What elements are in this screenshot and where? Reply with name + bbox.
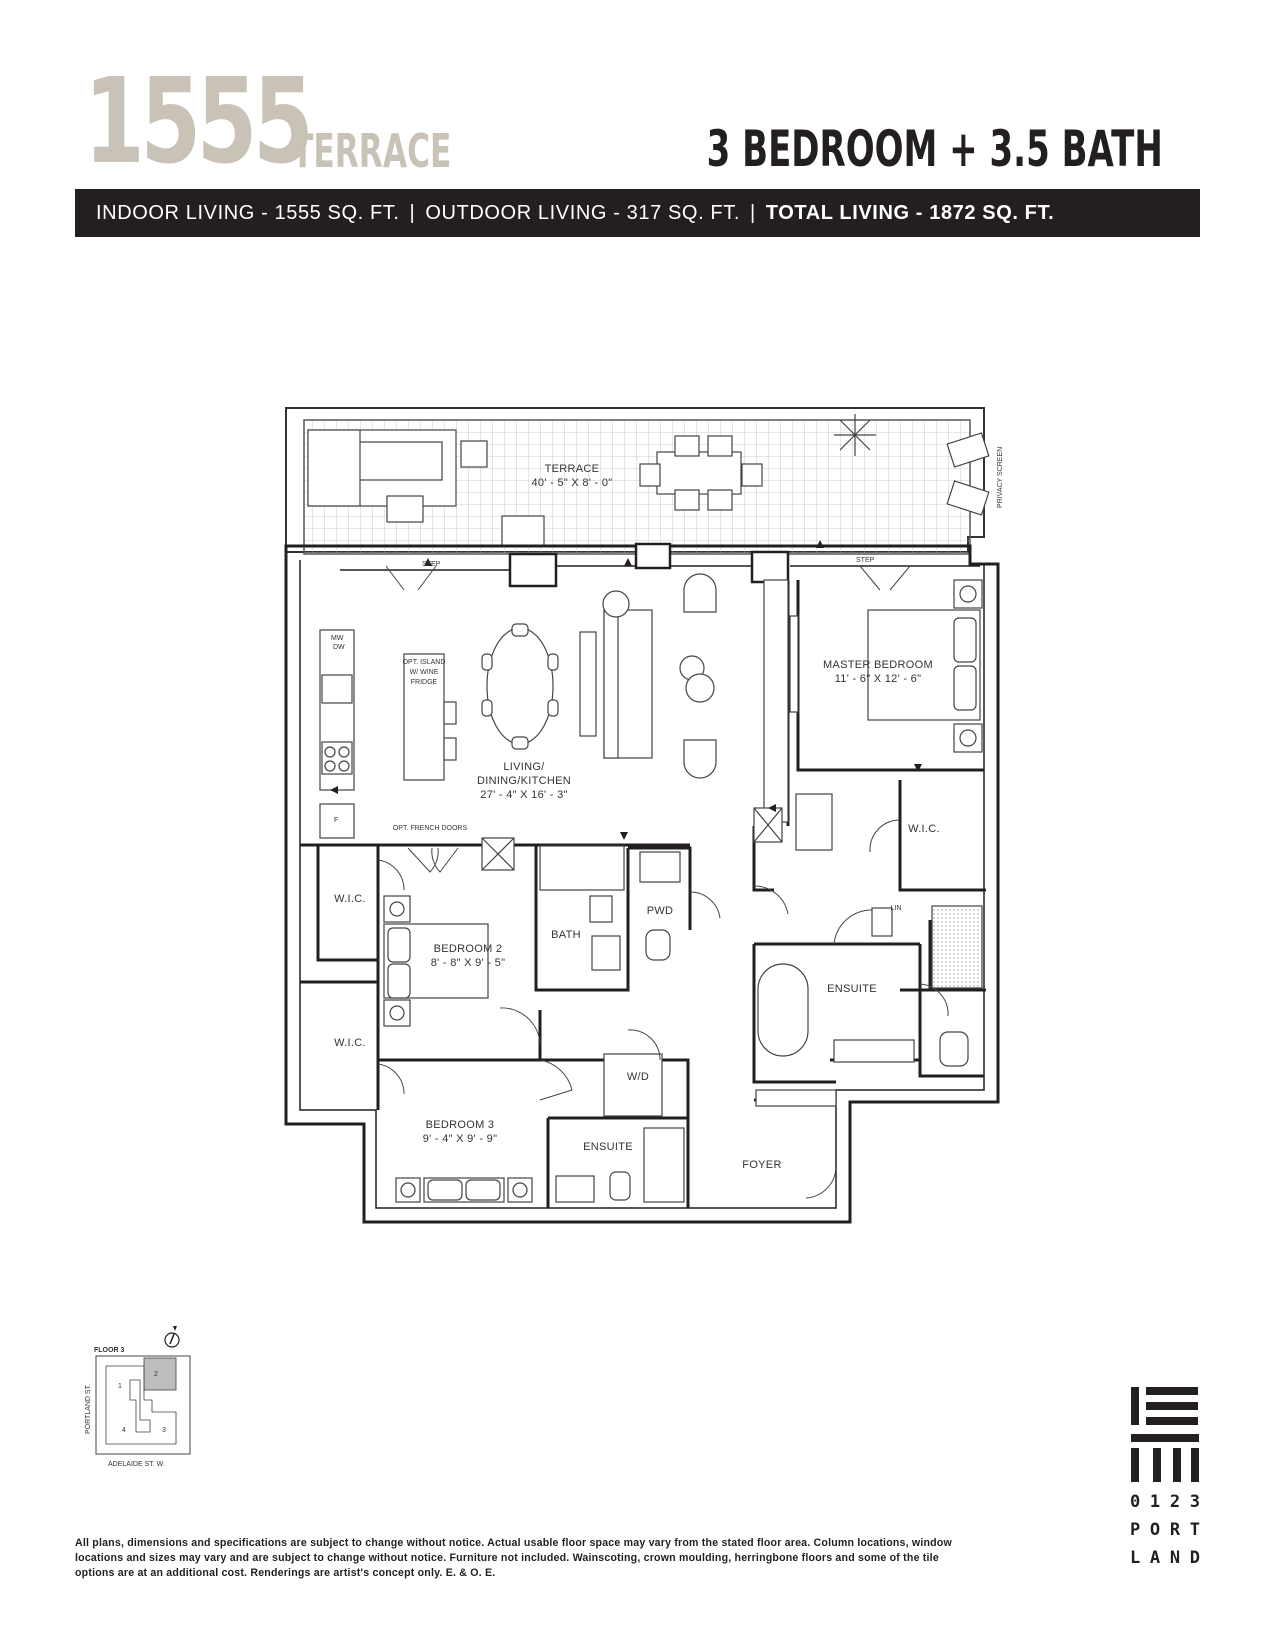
outdoor-sofa [307, 429, 488, 523]
master-bedroom-label: MASTER BEDROOM [823, 659, 933, 671]
linen-label: LIN [891, 905, 902, 912]
brand-char: 0 [1130, 1492, 1141, 1512]
wic-label-1: W.I.C. [334, 893, 366, 905]
brand-char: 1 [1149, 1492, 1161, 1512]
brand-char: N [1169, 1548, 1181, 1568]
bedroom3-bed [395, 1177, 533, 1203]
island-label-line3: FRIDGE [411, 679, 438, 686]
french-doors-label: OPT. FRENCH DOORS [393, 825, 468, 832]
north-arrow-icon [164, 1326, 180, 1348]
master-ensuite-label: ENSUITE [827, 983, 877, 995]
step-label-1: STEP [422, 561, 441, 568]
living-label-line1: LIVING/ [503, 761, 545, 773]
key-plan-highlight [143, 1357, 177, 1391]
key-plan: FLOOR 3 1 2 3 4 PORTLAND ST. ADELAIDE ST… [85, 1326, 191, 1468]
brand-char: O [1149, 1520, 1161, 1540]
privacy-screen-label: PRIVACY SCREEN [997, 447, 1004, 508]
plant [834, 414, 876, 456]
unit-exterior-wall [284, 544, 1000, 1224]
interior-walls [300, 580, 986, 1208]
microwave-label: MW [331, 635, 344, 642]
key-plan-floor: FLOOR 3 [94, 1347, 124, 1354]
terrace-outline [285, 407, 985, 553]
brand-char: A [1149, 1548, 1161, 1568]
living-label-line2: DINING/KITCHEN [477, 775, 571, 787]
brand-char: 2 [1169, 1492, 1181, 1512]
bedroom3-ensuite-label: ENSUITE [583, 1141, 633, 1153]
separator: | [749, 201, 756, 224]
unit-number: 1555 [84, 52, 314, 190]
brand-logo-icon [1131, 1387, 1199, 1482]
kitchen-counter [319, 629, 355, 839]
master-bedroom-dimensions: 11' - 6" X 12' - 6" [835, 673, 922, 685]
outdoor-area: OUTDOOR LIVING - 317 SQ. FT. [425, 201, 740, 224]
dining-table [481, 623, 559, 750]
bedroom2-dimensions: 8' - 8" X 9' - 5" [431, 957, 506, 969]
bedroom3-dimensions: 9' - 4" X 9' - 9" [423, 1133, 498, 1145]
master-bed [867, 579, 983, 753]
master-wic-label: W.I.C. [908, 823, 940, 835]
key-plan-bottom-street: ADELAIDE ST. W. [108, 1461, 165, 1468]
brand-char: R [1169, 1520, 1181, 1540]
separator: | [409, 201, 416, 224]
total-area: TOTAL LIVING - 1872 SQ. FT. [765, 201, 1055, 224]
terrace-dimensions: 40' - 5" X 8' - 0" [532, 477, 613, 489]
brand-char: 3 [1189, 1492, 1200, 1512]
brand-char: T [1189, 1520, 1200, 1540]
brand-char: P [1130, 1520, 1141, 1540]
bedroom-bath-count: 3 BEDROOM + 3.5 BATH [706, 120, 1163, 178]
key-plan-unit-1: 1 [118, 1383, 122, 1390]
laundry-label: W/D [627, 1071, 649, 1083]
bedroom3-label: BEDROOM 3 [426, 1119, 495, 1131]
powder-room-label: PWD [647, 905, 674, 917]
bath-label: BATH [551, 929, 581, 941]
wic-label-2: W.I.C. [334, 1037, 366, 1049]
bath-fixtures [481, 793, 983, 1203]
disclaimer-text: All plans, dimensions and specifications… [75, 1537, 952, 1579]
dishwasher-label: DW [333, 644, 345, 651]
bedroom2-label: BEDROOM 2 [434, 943, 503, 955]
living-dimensions: 27' - 4" X 16' - 3" [480, 789, 567, 801]
area-summary-bar: INDOOR LIVING - 1555 SQ. FT. | OUTDOOR L… [75, 189, 1200, 237]
foyer-label: FOYER [742, 1159, 781, 1171]
key-plan-unit-2: 2 [154, 1371, 158, 1378]
key-plan-unit-3: 3 [162, 1427, 166, 1434]
living-furniture [579, 573, 799, 823]
key-plan-unit-4: 4 [122, 1427, 126, 1434]
door-swings [377, 565, 949, 1199]
kitchen-island [403, 653, 457, 781]
key-plan-side-street: PORTLAND ST. [85, 1384, 92, 1434]
outdoor-dining-table [501, 435, 763, 547]
unit-type: TERRACE [292, 124, 452, 178]
step-label-2: STEP [856, 557, 875, 564]
island-label-line1: OPT. ISLAND [403, 659, 446, 666]
lounge-chairs [946, 432, 990, 516]
terrace-label: TERRACE [545, 463, 600, 475]
fridge-label: F [334, 817, 338, 824]
terrace-tile-grid [303, 419, 971, 555]
brand-char: D [1189, 1548, 1200, 1568]
island-label-line2: W/ WINE [410, 669, 439, 676]
brand-char: L [1130, 1548, 1141, 1568]
columns [508, 542, 790, 588]
bedroom2-bed [383, 895, 489, 1027]
indoor-area: INDOOR LIVING - 1555 SQ. FT. [96, 201, 400, 224]
